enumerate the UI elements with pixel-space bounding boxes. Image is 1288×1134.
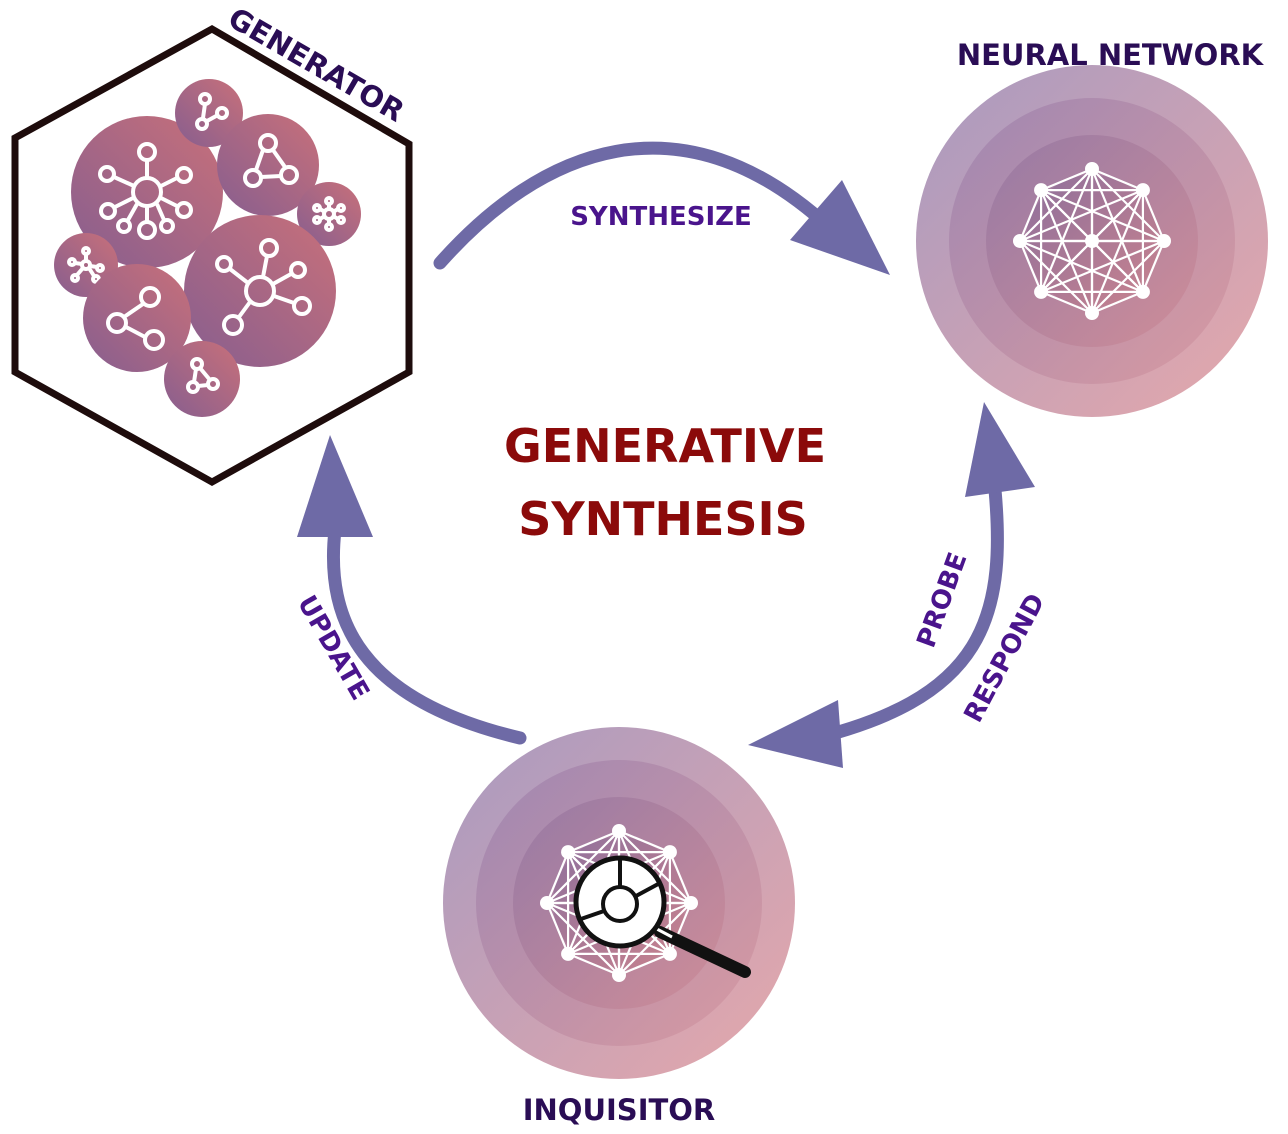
arrow-probe-respond — [748, 402, 1035, 768]
network-vertex — [1034, 284, 1049, 299]
network-edge — [1091, 290, 1144, 315]
molecule-medium-2 — [83, 264, 191, 372]
generator-node: GENERATOR — [11, 1, 413, 487]
network-edge — [545, 851, 570, 904]
network-edge — [1040, 290, 1093, 315]
network-edge — [1141, 240, 1166, 293]
network-edge — [618, 829, 671, 854]
molecule-tiny-1 — [297, 182, 361, 246]
diagram-title-line-2: SYNTHESIS — [518, 492, 808, 546]
edge-label-synthesize: SYNTHESIZE — [570, 202, 752, 232]
diagram-title-line-1: GENERATIVE — [504, 419, 826, 473]
edge-label-probe: PROBE — [911, 549, 973, 652]
arrow-synthesize — [433, 141, 890, 275]
arrow-update — [297, 435, 527, 745]
network-vertex — [561, 946, 576, 961]
network-edge — [1141, 189, 1166, 242]
network-vertex — [1085, 306, 1099, 320]
neural-network-label: NEURAL NETWORK — [957, 38, 1265, 72]
network-vertex — [612, 824, 626, 838]
magnifier-icon — [573, 855, 751, 978]
network-vertex — [1157, 234, 1171, 248]
network-edge — [1091, 240, 1144, 293]
network-edge — [1091, 167, 1144, 192]
network-edge — [567, 829, 620, 854]
molecule-large-2 — [184, 215, 336, 367]
molecule-small-2 — [164, 341, 240, 417]
molecule-cluster-icon — [54, 79, 361, 417]
network-graph-icon — [1013, 162, 1171, 320]
network-edge — [668, 851, 693, 904]
network-vertex — [612, 968, 626, 982]
network-edge — [1040, 167, 1093, 192]
network-vertex — [1085, 234, 1099, 248]
network-edge — [1091, 189, 1144, 242]
network-edge — [668, 902, 693, 955]
inquisitor-node: INQUISITOR — [443, 727, 795, 1127]
network-vertex — [662, 845, 677, 860]
neural-network-node: NEURAL NETWORK — [916, 38, 1268, 417]
network-vertex — [684, 896, 698, 910]
inquisitor-label: INQUISITOR — [523, 1093, 716, 1127]
network-edge — [1018, 240, 1043, 293]
network-edge — [545, 902, 570, 955]
network-vertex — [1085, 162, 1099, 176]
network-edge — [1040, 189, 1093, 242]
network-edge — [1040, 240, 1093, 293]
molecule-small-1 — [175, 79, 243, 147]
network-vertex — [1135, 183, 1150, 198]
molecule-medium-1 — [217, 114, 319, 216]
network-edge — [1040, 189, 1094, 314]
network-vertex — [662, 946, 677, 961]
network-edge — [1040, 189, 1165, 243]
network-vertex — [561, 845, 576, 860]
network-vertex — [1013, 234, 1027, 248]
network-edge — [1018, 189, 1043, 242]
network-edge — [567, 952, 620, 977]
magnifier-network-icon — [540, 824, 751, 982]
molecule-large-1 — [71, 116, 223, 268]
network-vertex — [1135, 284, 1150, 299]
network-vertex — [1034, 183, 1049, 198]
edge-label-respond: RESPOND — [959, 589, 1052, 728]
network-vertex — [540, 896, 554, 910]
network-edge — [618, 952, 671, 977]
